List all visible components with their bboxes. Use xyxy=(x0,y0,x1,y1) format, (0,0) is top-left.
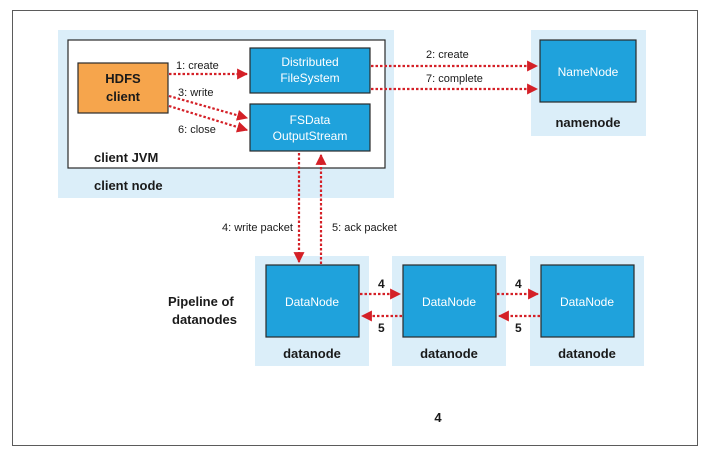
datanode-2: DataNode datanode xyxy=(392,256,506,366)
datanode-1: DataNode datanode xyxy=(255,256,369,366)
label-close-6: 6: close xyxy=(178,124,216,136)
datanode-box xyxy=(540,264,635,338)
label-pipe-back-2: 5 xyxy=(515,321,522,335)
page-number: 4 xyxy=(434,410,442,425)
datanode-box-label: DataNode xyxy=(422,295,476,309)
label-create-2: 2: create xyxy=(426,49,469,61)
label-pipe-fwd-1: 4 xyxy=(378,277,385,291)
distributed-fs-label-line2: FileSystem xyxy=(280,71,339,85)
namenode-box xyxy=(539,39,637,103)
hdfs-client-label-line2: client xyxy=(106,89,141,104)
datanode-box xyxy=(265,264,360,338)
label-ack-packet-5: 5: ack packet xyxy=(332,222,397,234)
label-write-3: 3: write xyxy=(178,87,213,99)
client-node-label: client node xyxy=(94,178,163,193)
label-pipe-back-1: 5 xyxy=(378,321,385,335)
arrow-write-3 xyxy=(168,94,249,121)
fsdata-label-line1: FSData xyxy=(290,113,331,127)
hdfs-client-box: HDFS client xyxy=(77,62,169,114)
datanode-caption: datanode xyxy=(283,346,341,361)
arrow-close-6 xyxy=(168,104,249,133)
hdfs-client-label-line1: HDFS xyxy=(105,71,141,86)
label-pipe-fwd-2: 4 xyxy=(515,277,522,291)
pipeline-label-line2: datanodes xyxy=(172,312,237,327)
page-frame xyxy=(12,10,698,446)
label-write-packet-4: 4: write packet xyxy=(222,222,293,234)
fsdata-label-line2: OutputStream xyxy=(273,129,348,143)
distributed-filesystem-box: Distributed FileSystem xyxy=(249,47,371,94)
datanode-box-label: DataNode xyxy=(560,295,614,309)
namenode-box-label: NameNode xyxy=(558,65,619,79)
fsdata-outputstream-box: FSData OutputStream xyxy=(249,103,371,152)
datanode-caption: datanode xyxy=(420,346,478,361)
label-complete-7: 7: complete xyxy=(426,73,483,85)
label-create-1: 1: create xyxy=(176,60,219,72)
namenode-caption: namenode xyxy=(555,115,620,130)
namenode-node: NameNode namenode xyxy=(531,30,646,136)
client-jvm-label: client JVM xyxy=(94,150,158,165)
pipeline-label-line1: Pipeline of xyxy=(168,294,234,309)
datanode-3: DataNode datanode xyxy=(530,256,644,366)
datanode-box xyxy=(402,264,497,338)
datanode-box-label: DataNode xyxy=(285,295,339,309)
distributed-fs-label-line1: Distributed xyxy=(281,55,338,69)
datanode-caption: datanode xyxy=(558,346,616,361)
client-node: client node client JVM HDFS client Distr… xyxy=(58,30,394,198)
arrows xyxy=(168,60,540,322)
